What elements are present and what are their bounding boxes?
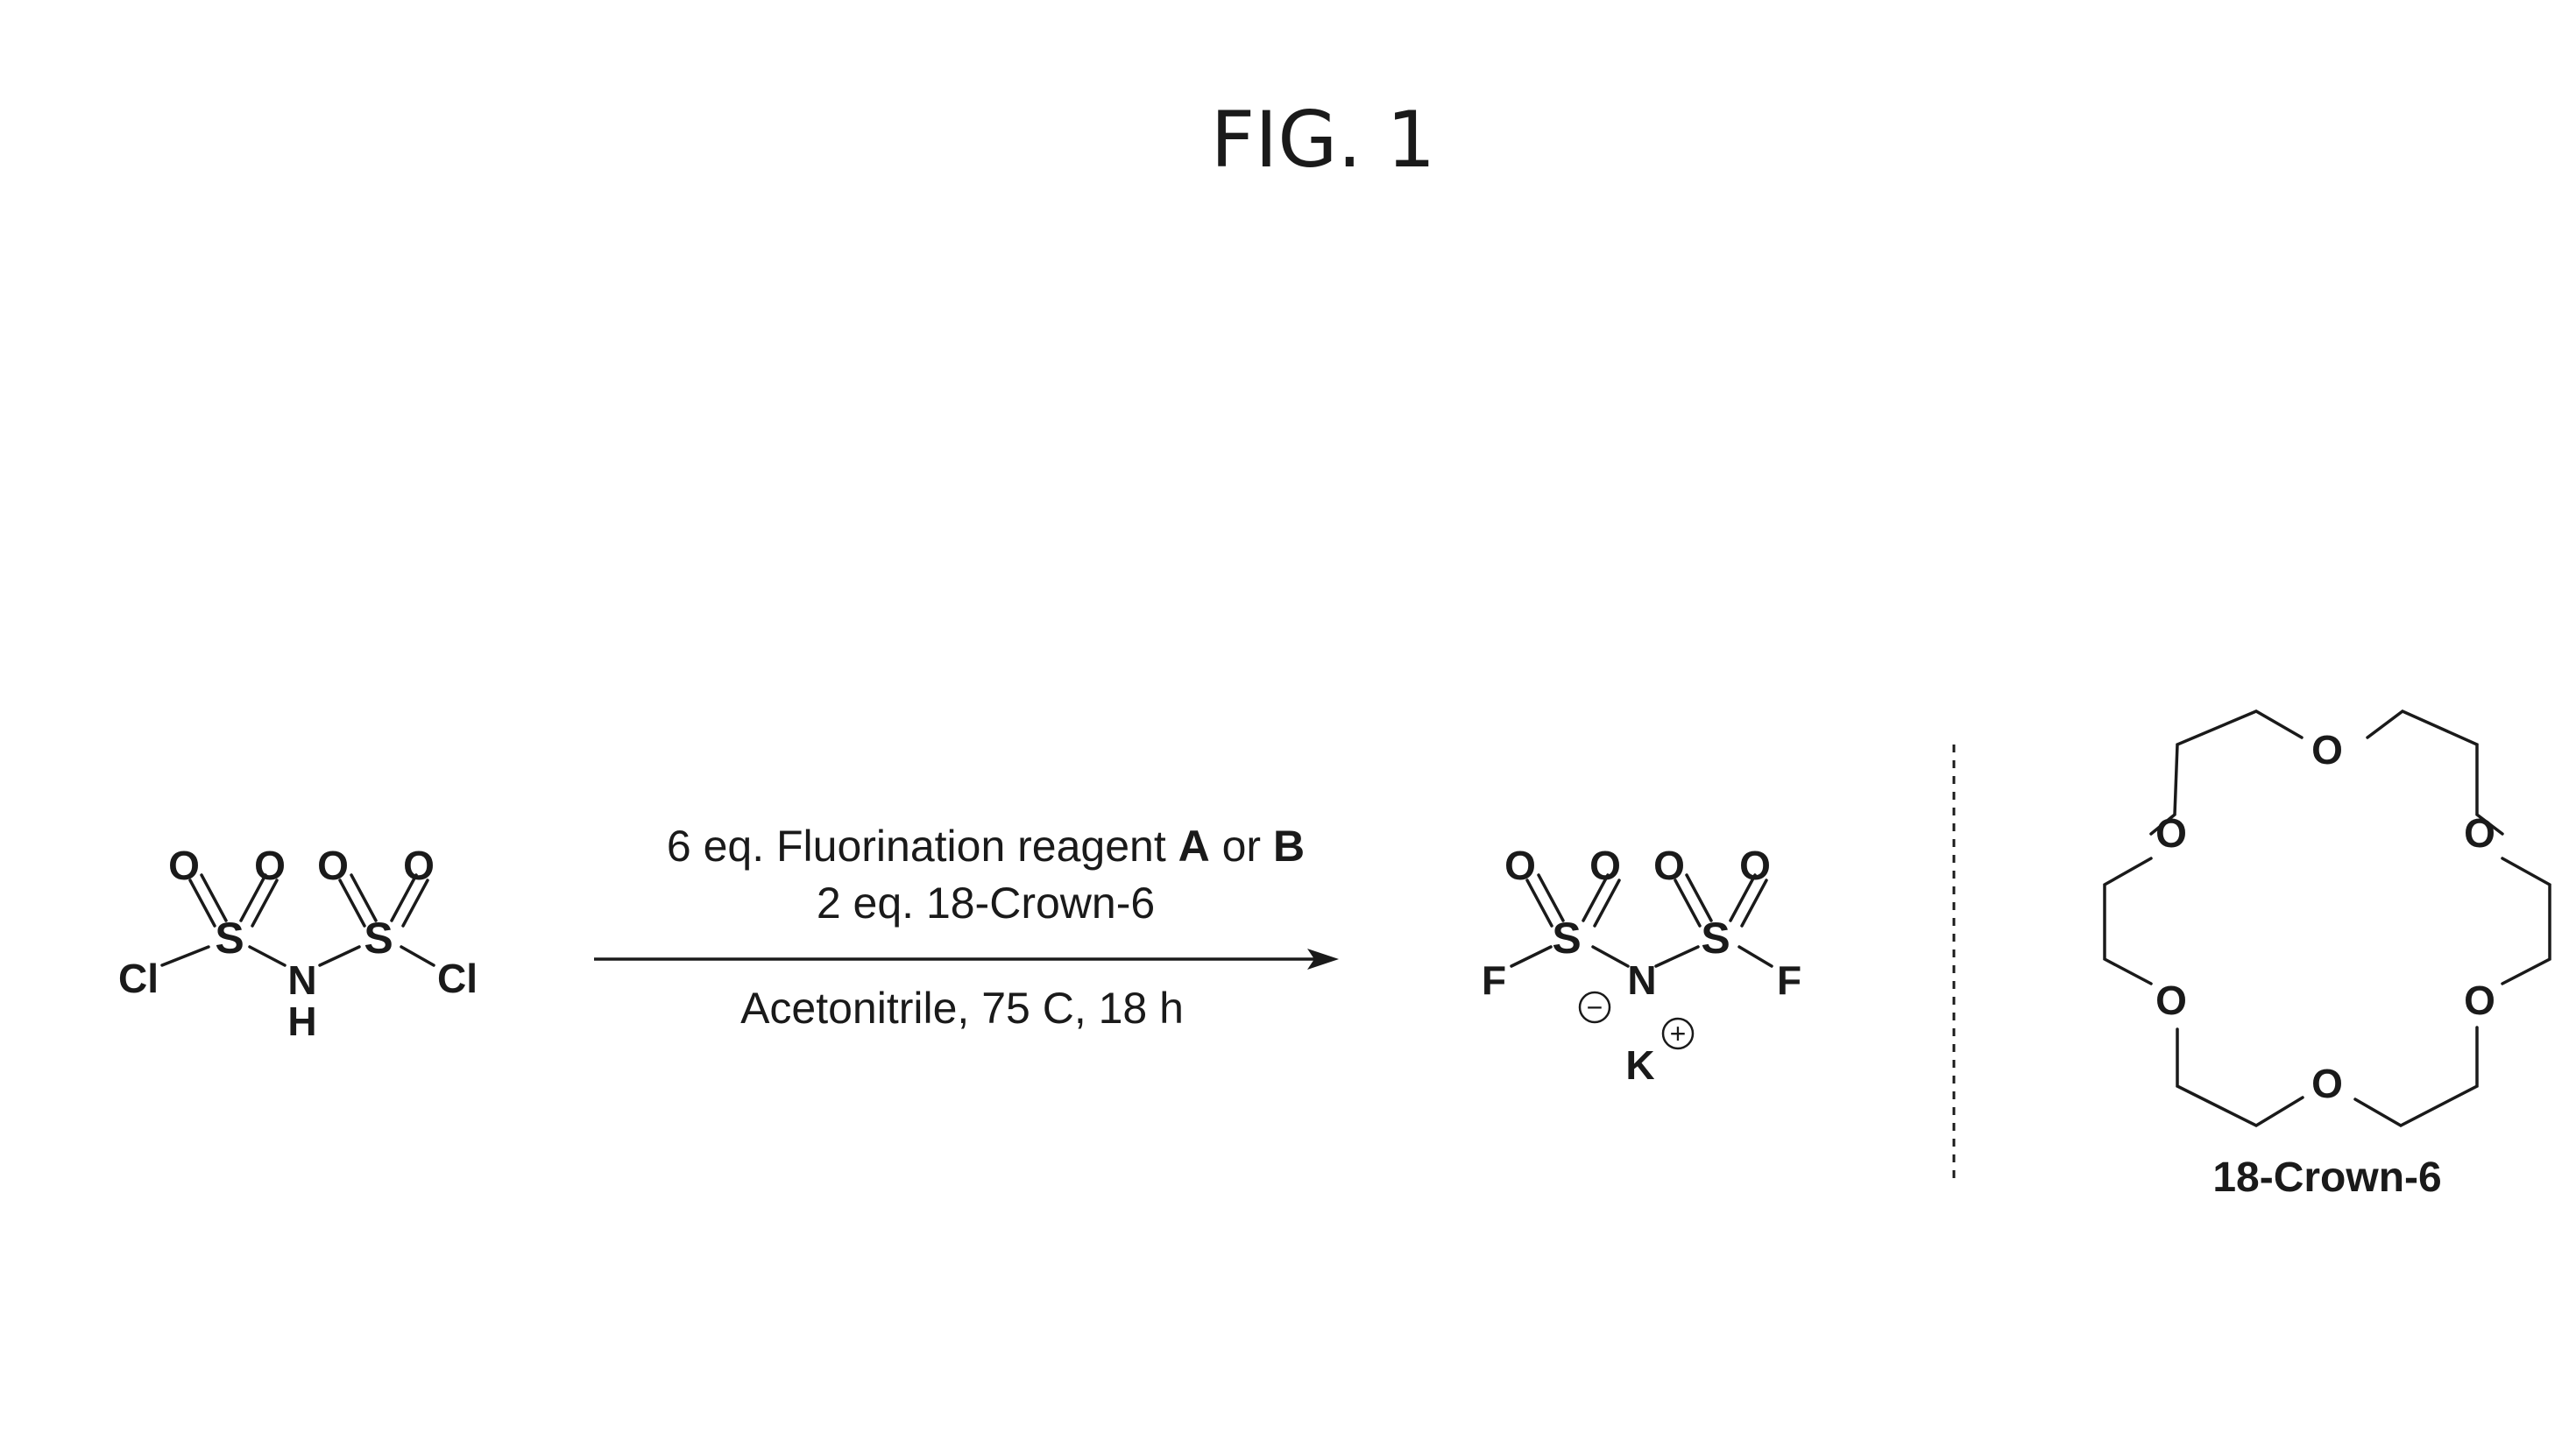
reaction-conditions: 6 eq. Fluorination reagent A or B 2 eq. … <box>594 822 1339 1033</box>
anion-charge-sign: − <box>1587 992 1603 1023</box>
arrow-head <box>1307 949 1339 970</box>
reactant-s-2: S <box>364 914 393 963</box>
cation-charge: + <box>1661 1017 1695 1050</box>
crown-ether-bonds <box>2103 709 2551 1127</box>
reactant-cl-1: Cl <box>118 956 159 1001</box>
crown-oxygen-bottom: O <box>2311 1061 2343 1106</box>
product-f-2: F <box>1777 957 1801 1003</box>
reactant-h: H <box>287 999 316 1044</box>
reactant-bonds <box>160 873 435 967</box>
conditions-line-1: 6 eq. Fluorination reagent A or B <box>667 822 1305 871</box>
figure-title: FIG. 1 <box>1211 95 1436 185</box>
conditions-line-2: 2 eq. 18-Crown-6 <box>817 879 1155 928</box>
conditions-solvent: Acetonitrile, 75 C, 18 h <box>740 984 1184 1033</box>
product-structure: O O O O S S N F F − K + <box>1482 843 1801 1088</box>
reactant-s-1: S <box>215 914 244 963</box>
crown-oxygen-upper-left: O <box>2155 810 2187 856</box>
reactant-o-1: O <box>168 843 200 888</box>
crown-ether-label: 18-Crown-6 <box>2212 1154 2441 1201</box>
reactant-n: N <box>287 957 316 1003</box>
product-o-4: O <box>1739 843 1771 888</box>
product-o-1: O <box>1504 843 1536 888</box>
crown-oxygen-lower-left: O <box>2155 978 2187 1023</box>
crown-oxygen-lower-right: O <box>2464 978 2495 1023</box>
reagent-a-label: A <box>1178 822 1210 871</box>
reactant-o-2: O <box>254 843 286 888</box>
reagent-text: 6 eq. Fluorination reagent <box>667 822 1178 871</box>
product-k: K <box>1625 1042 1654 1088</box>
reactant-structure: O O O O S S N H Cl Cl <box>118 843 478 1044</box>
reagent-b-label: B <box>1273 822 1305 871</box>
reagent-or-text: or <box>1210 822 1273 871</box>
anion-charge: − <box>1578 991 1611 1024</box>
product-f-1: F <box>1482 957 1506 1003</box>
reactant-cl-2: Cl <box>437 956 478 1001</box>
crown-oxygen-top: O <box>2311 727 2343 773</box>
crown-ether-structure: O O O O O O 18-Crown-6 <box>2103 709 2551 1201</box>
product-bonds <box>1510 873 1773 968</box>
product-o-3: O <box>1653 843 1685 888</box>
product-o-2: O <box>1589 843 1621 888</box>
product-n: N <box>1627 957 1656 1003</box>
product-s-1: S <box>1552 914 1581 963</box>
cation-charge-sign: + <box>1670 1018 1687 1049</box>
product-s-2: S <box>1701 914 1730 963</box>
crown-oxygen-upper-right: O <box>2464 810 2495 856</box>
reactant-o-3: O <box>317 843 349 888</box>
reactant-o-4: O <box>403 843 435 888</box>
